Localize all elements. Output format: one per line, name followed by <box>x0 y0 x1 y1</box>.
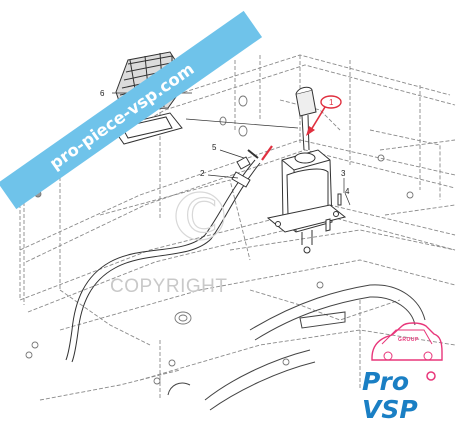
logo-word-vsp: VSP <box>362 395 418 424</box>
callout-4: 4 <box>345 187 350 196</box>
frame-holes <box>25 95 414 385</box>
watermark-copyright: COPYRIGHT <box>110 276 227 297</box>
watermark-circle <box>175 191 225 241</box>
cable-end-highlight <box>261 145 273 161</box>
gear-lever-assembly <box>266 86 347 254</box>
logo-word-pro: Pro <box>362 367 409 396</box>
chassis-frame <box>19 54 456 401</box>
site-banner: pro-piece-vsp.com <box>0 10 263 210</box>
lower-frame-parts <box>167 284 426 411</box>
car-icon <box>371 322 443 361</box>
callout-5: 5 <box>212 143 217 152</box>
logo-pink-dot <box>426 371 436 381</box>
provsp-logo: GROUP Pro VSP <box>362 322 443 424</box>
callout-1-highlight: 1 <box>306 95 342 136</box>
logo-group-text: GROUP <box>398 337 419 343</box>
cable-fitting <box>236 156 251 170</box>
callout-1: 1 <box>329 98 334 107</box>
mounting-bolts <box>325 193 342 232</box>
callout-6: 6 <box>100 89 105 98</box>
gear-cable <box>65 149 261 363</box>
callout-2: 2 <box>200 169 205 178</box>
callout-3: 3 <box>341 169 346 178</box>
watermark-c-symbol: C <box>185 189 217 243</box>
